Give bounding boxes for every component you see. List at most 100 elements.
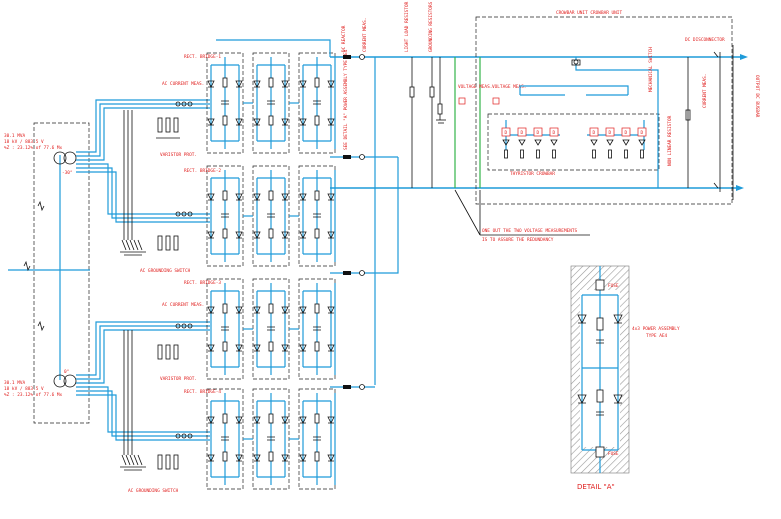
crowbar-resistor: [640, 149, 644, 159]
thyristor-module-tag: D: [625, 130, 628, 136]
snubber-resistor: [222, 413, 228, 424]
svg-text:DC DISCONNECTOR: DC DISCONNECTOR: [685, 37, 725, 43]
svg-text:30.1 MVA: 30.1 MVA: [4, 380, 26, 386]
thyristor-icon: [534, 139, 542, 146]
tf2-impedance: %Z : 23.12% of 77.6 Mx: [4, 392, 63, 398]
crowbar-enclosure: [475, 16, 733, 205]
rectifier-bridge-2: [206, 165, 336, 267]
svg-text:-30°: -30°: [62, 170, 73, 176]
tf1-voltage: 18 kV / 883.5 V: [4, 139, 44, 145]
crowbar-resistor: [624, 149, 628, 159]
bridge-3-label: RECT. BRIDGE-3: [184, 280, 221, 286]
grounding-switch-2: [120, 454, 146, 471]
thyristor-icon: [327, 454, 335, 462]
svg-text:VARISTOR PROT.: VARISTOR PROT.: [160, 376, 197, 382]
svg-text:30.1 MVA: 30.1 MVA: [4, 133, 26, 139]
assembly-frame: [302, 64, 332, 142]
svg-text:0°: 0°: [64, 369, 69, 375]
thyristor-module: [533, 127, 543, 137]
snubber-resistor: [268, 77, 274, 88]
bridge-4-label: RECT. BRIDGE-4: [184, 389, 221, 395]
thyristor-icon: [207, 416, 215, 424]
thyristor-icon: [281, 118, 289, 126]
line-break-symbol: [23, 260, 31, 272]
svg-text:RECT. BRIDGE-1: RECT. BRIDGE-1: [184, 54, 221, 60]
snubber-resistor: [222, 190, 228, 201]
thyristor-icon: [327, 193, 335, 201]
voltage-meas-2-label: VOLTAGE MEAS.: [492, 84, 526, 90]
rectifier-bridges: [206, 52, 336, 490]
dc-reactor: [343, 55, 351, 59]
tf1-impedance: %Z : 23.12% of 77.6 Mx: [4, 145, 63, 151]
thyristor-icon: [550, 139, 558, 146]
svg-text:SEE DETAIL "A" POWER ASSEMBLY: SEE DETAIL "A" POWER ASSEMBLY TYPE AE4: [343, 49, 349, 150]
thyristor-icon: [518, 139, 526, 146]
svg-text:18 kV / 883.5 V: 18 kV / 883.5 V: [4, 386, 44, 392]
thyristor-icon: [299, 231, 307, 239]
crowbar-title: CROWBAR UNIT CROWBAR UNIT: [556, 10, 622, 16]
thyristor-icon: [327, 344, 335, 352]
snubber-resistor: [268, 303, 274, 314]
thyristor-icon: [235, 416, 243, 424]
thyristor-icon: [577, 394, 587, 404]
thyristor-icon: [299, 344, 307, 352]
snubber-resistor: [222, 451, 228, 462]
thyristor-icon: [207, 80, 215, 88]
snubber-resistor: [314, 451, 320, 462]
thyristor-module-tag: D: [553, 130, 556, 136]
output-arrow-negative: [736, 185, 744, 191]
snubber-resistor: [222, 303, 228, 314]
fuse-top-label: FUSE: [608, 283, 619, 289]
svg-text:AC GROUNDING SWITCH: AC GROUNDING SWITCH: [128, 488, 179, 494]
crowbar-resistor: [536, 149, 540, 159]
thyristor-module: [589, 127, 599, 137]
dc-disconnector-label: DC DISCONNECTOR: [685, 37, 725, 43]
detail-a-title: DETAIL "A": [577, 483, 615, 491]
thyristor-icon: [327, 231, 335, 239]
snubber-resistor: [222, 341, 228, 352]
thyristor-crowbar-box: [487, 113, 660, 171]
thyristor-module-tag: D: [641, 130, 644, 136]
thyristor-icon: [253, 118, 261, 126]
dc-disconnector: [713, 45, 734, 200]
current-meas-out-label: CURRENT MEAS.: [702, 74, 708, 108]
snubber-capacitor: [267, 100, 275, 105]
thyristor-module: [517, 127, 527, 137]
thyristor-icon: [235, 306, 243, 314]
assembly-frame: [210, 64, 240, 142]
svg-text:AC GROUNDING SWITCH: AC GROUNDING SWITCH: [140, 268, 191, 274]
svg-text:CROWBAR UNIT CROWBAR UNIT: CROWBAR UNIT CROWBAR UNIT: [556, 10, 622, 16]
voltage-meas-2-box: [492, 97, 500, 105]
thyristor-icon: [299, 80, 307, 88]
fuse-top: [595, 279, 605, 291]
svg-text:NON LINEAR RESISTOR: NON LINEAR RESISTOR: [667, 115, 673, 166]
thyristor-module-tag: D: [505, 130, 508, 136]
thyristor-icon: [235, 231, 243, 239]
power-assembly-line-2: TYPE AE4: [646, 333, 668, 339]
detail-a: [570, 265, 630, 474]
dc-reactor-label: DC REACTOR: [341, 25, 347, 52]
thyristor-icon: [235, 193, 243, 201]
see-detail-label: SEE DETAIL "A" POWER ASSEMBLY TYPE AE4: [343, 49, 349, 150]
snubber-resistor: [268, 413, 274, 424]
fuse-bottom: [595, 446, 605, 458]
snubber-resistor: [222, 228, 228, 239]
snubber-resistor: [268, 190, 274, 201]
transformer-secondary-winding: [63, 151, 77, 165]
svg-text:%Z : 23.12% of 77.6 Mx: %Z : 23.12% of 77.6 Mx: [4, 145, 63, 151]
thyristor-icon: [622, 139, 630, 146]
snubber-capacitor: [267, 326, 275, 331]
snubber-resistor: [314, 190, 320, 201]
varistor-group-2: [157, 235, 179, 251]
svg-text:CURRENT MEAS.: CURRENT MEAS.: [702, 74, 708, 108]
snubber-resistor: [314, 341, 320, 352]
snubber-capacitor: [267, 213, 275, 218]
snubber-resistor: [314, 413, 320, 424]
thyristor-icon: [299, 193, 307, 201]
transformer-secondary-winding: [63, 374, 77, 388]
thyristor-icon: [327, 118, 335, 126]
thyristor-icon: [207, 193, 215, 201]
snubber-resistor: [314, 115, 320, 126]
snubber-resistor: [222, 77, 228, 88]
